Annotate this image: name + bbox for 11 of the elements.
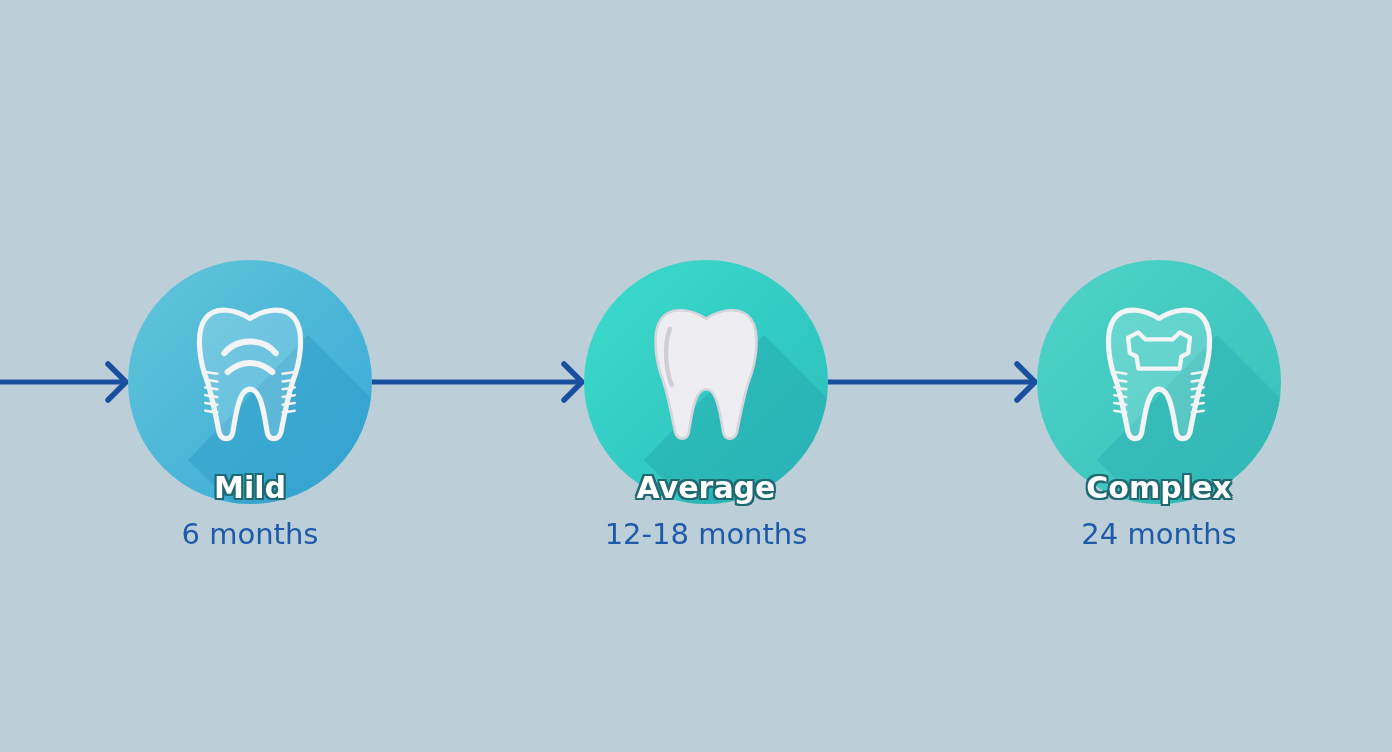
stage-circle xyxy=(584,260,828,504)
stage-circle xyxy=(128,260,372,504)
stage-label: Mild xyxy=(214,470,286,505)
arrow xyxy=(372,361,585,403)
duration-label: 6 months xyxy=(180,517,320,551)
stage-circle xyxy=(1037,260,1281,504)
arrow xyxy=(828,361,1038,403)
duration-label: 24 months xyxy=(1080,517,1238,551)
duration-label: 12-18 months xyxy=(603,517,809,551)
arrow xyxy=(0,361,129,403)
stage-label: Average xyxy=(636,470,776,505)
